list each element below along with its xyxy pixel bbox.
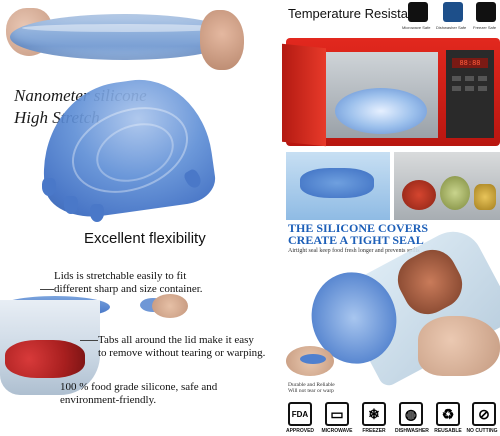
plate-with-lid [335, 88, 427, 134]
microwave-safe-label: Microwave Safe [402, 25, 431, 30]
microwave-door [282, 43, 326, 147]
badge-label: DISHWASHER [395, 428, 429, 434]
freezer-safe-label: Freezer Safe [473, 25, 497, 30]
recycle-icon: ♻ [436, 402, 460, 426]
seal-title-2: CREATE A TIGHT SEAL [288, 233, 424, 247]
badge-label: REUSABLE [434, 428, 462, 434]
microwave-button [465, 76, 474, 81]
temperature-title: Temperature Resistant: [288, 6, 423, 21]
seal-title-1: THE SILICONE COVERS [288, 221, 429, 235]
microwave-icon: ▭ [325, 402, 349, 426]
badge-label: FREEZER [362, 428, 386, 434]
lid-tab [90, 204, 104, 222]
freezer-food [402, 180, 436, 210]
fda-icon: FDA [288, 402, 312, 426]
microwave-button [478, 86, 487, 91]
note-tabs-1: Tabs all around the lid make it easy [98, 334, 254, 346]
lid-tab [42, 178, 56, 196]
microwave-button [452, 76, 461, 81]
microwave-icon [408, 2, 428, 22]
note-stretchable-1: Lids is stretchable easily to fit [54, 270, 187, 282]
freezer-icon [476, 2, 496, 22]
lid-tab [64, 196, 78, 214]
hand-holding-lid [152, 294, 188, 318]
note-stretchable-2: different sharp and size container. [54, 283, 203, 295]
dishwasher-icon: ◍ [399, 402, 423, 426]
microwave-button [478, 76, 487, 81]
seal-subtitle: Airtight seal keep food fresh longer and… [288, 248, 420, 254]
leader-line [40, 289, 54, 290]
badge-label: MICROWAVE [321, 428, 353, 434]
note-foodgrade-1: 100 % food grade silicone, safe and [60, 381, 218, 393]
durable-line-1: Durable and Reliable [288, 382, 335, 388]
dishwasher-safe-label: Dishwasher Safe [436, 25, 467, 30]
bowl-food [5, 340, 85, 378]
microwave-display: 88:88 [452, 58, 488, 68]
microwave-button [465, 86, 474, 91]
right-hand [200, 10, 244, 70]
note-foodgrade-2: environment-friendly. [60, 394, 157, 406]
snowflake-icon: ❄ [362, 402, 386, 426]
freezer-food [474, 184, 496, 210]
badge-label: APPROVED [285, 428, 315, 434]
leader-line [80, 340, 98, 341]
freezer-food [440, 176, 470, 210]
small-lid [300, 354, 326, 364]
fridge-lid [300, 168, 374, 198]
dishwasher-icon [443, 2, 463, 22]
microwave-button [452, 86, 461, 91]
durable-line-2: Will not tear or warp [288, 388, 334, 394]
badge-label: NO CUTTING [466, 428, 498, 434]
no-cutting-icon: ⊘ [472, 402, 496, 426]
hand-holding-jug [418, 316, 500, 376]
caption-flexibility: Excellent flexibility [84, 230, 206, 247]
note-tabs-2: to remove without tearing or warping. [98, 347, 266, 359]
